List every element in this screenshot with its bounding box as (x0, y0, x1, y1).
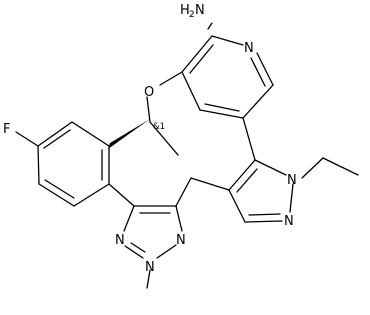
atom-labels: H 2 N N O F &1 N N N N N (3, 3, 297, 275)
bond-c4-c3 (181, 71, 201, 111)
amine-subscript: 2 (189, 10, 195, 20)
bond-c5-c4-inner (204, 103, 240, 112)
bond-c2-n1 (211, 35, 244, 46)
bond-pzn2-c3 (244, 220, 283, 223)
bond-pzn1-n2 (289, 183, 294, 213)
bond-c3-c2-inner (189, 44, 214, 74)
amine-h-label: H (180, 3, 190, 18)
bond-n1-c6 (256, 52, 274, 86)
bond-n1-ethyl-ch2 (301, 157, 324, 179)
amine-group: H 2 N (180, 3, 205, 20)
bond-tz-ch2 (175, 177, 192, 207)
triazole-n1-label: N (115, 233, 125, 248)
bond-pzc4-pzc5 (228, 159, 256, 191)
bond-tzc4-n (123, 205, 135, 232)
bond-ar5-ar6 (73, 183, 110, 207)
bond-pzn2-c3-inner (248, 213, 281, 216)
triazole-n3-label: N (176, 233, 186, 248)
bond-n2-methyl (146, 269, 151, 289)
bond-c6-c5 (242, 84, 274, 119)
bond-ethyl-ch3 (322, 157, 359, 176)
bond-pzc4-pzc5-inner (236, 168, 258, 193)
bond-o-chiral (146, 96, 151, 123)
bond-n2-n3 (156, 244, 177, 259)
bond-c5-c4 (199, 109, 244, 119)
bond-n1-c6-inner (250, 57, 266, 87)
bond-ar3-ar4 (37, 145, 40, 185)
bonds (15, 22, 359, 289)
bond-n3-tzc5 (175, 205, 183, 232)
bond-chiral-methyl (149, 121, 179, 156)
pyrazole-n2-label: N (284, 214, 294, 229)
fluoro-label: F (3, 122, 10, 137)
ether-o-label: O (144, 85, 154, 100)
bond-pz-py (242, 117, 256, 161)
stereo-tag-label: &1 (153, 122, 165, 132)
bond-tzn-n2-inner (130, 242, 146, 253)
stereo-wedge-bond (108, 119, 150, 149)
bond-ch2-pz (190, 177, 230, 191)
bond-ar4-ar5 (38, 183, 75, 207)
bond-pzc3-c4 (228, 189, 246, 223)
bond-ar2-ar3 (37, 121, 73, 147)
bond-c3-c2 (181, 35, 213, 73)
bond-ar2-ar3-inner (43, 129, 71, 149)
bond-c3-o (159, 71, 183, 86)
triazole-n2-label: N (145, 260, 155, 275)
pyridine-n-label: N (244, 41, 254, 56)
bond-ar6-tz (108, 183, 135, 207)
pyrazole-n1-label: N (287, 173, 297, 188)
amine-n-label: N (195, 3, 205, 18)
bond-ar4-ar5-inner (44, 179, 75, 199)
bond-tzn-n2 (124, 245, 144, 259)
bond-ar1-ar2 (71, 121, 110, 147)
bond-pzc5-n1 (254, 159, 287, 176)
bond-ar3-f (15, 131, 39, 147)
bond-amine-c2 (207, 22, 213, 30)
